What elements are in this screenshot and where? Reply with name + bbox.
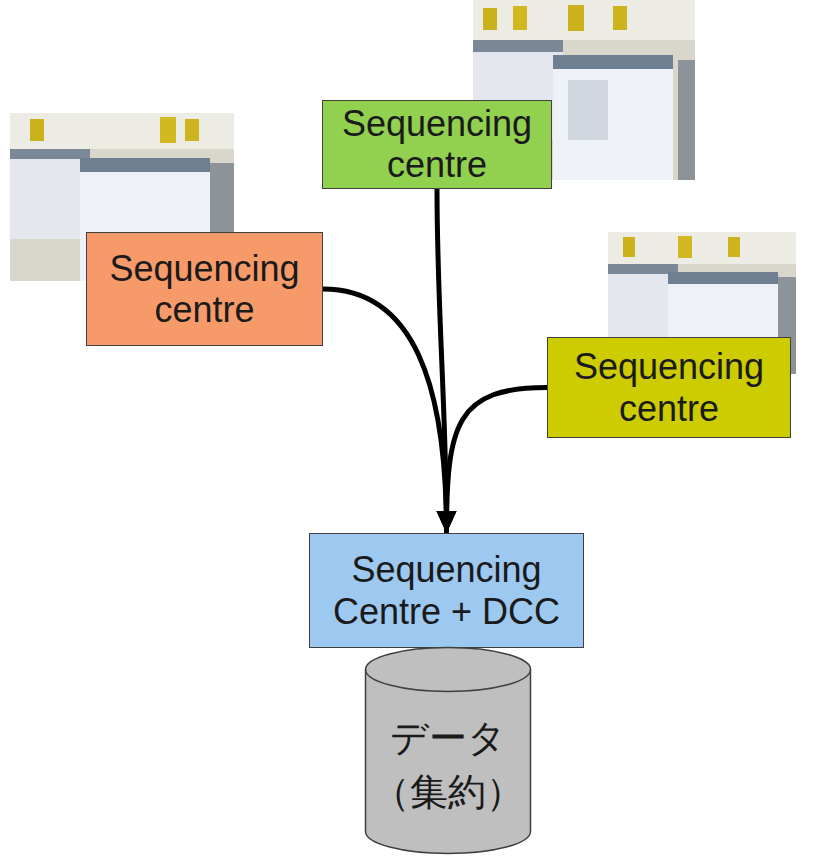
sequencing-centre-box: Sequencing centre <box>86 232 323 346</box>
sequencing-centre-box: Sequencing centre <box>547 337 791 438</box>
flow-arrow <box>447 388 548 534</box>
box-label: Sequencing centre <box>95 248 314 331</box>
box-label: Sequencing centre <box>331 103 543 186</box>
database-label: データ （集約） <box>368 712 528 818</box>
sequencing-centre-box: Sequencing centre <box>322 100 552 189</box>
box-label: Sequencing centre <box>556 346 782 429</box>
flow-arrow <box>323 289 447 533</box>
box-label: Sequencing Centre + DCC <box>318 549 575 632</box>
database-cylinder: データ （集約） <box>364 646 532 855</box>
dcc-box: Sequencing Centre + DCC <box>309 533 584 648</box>
